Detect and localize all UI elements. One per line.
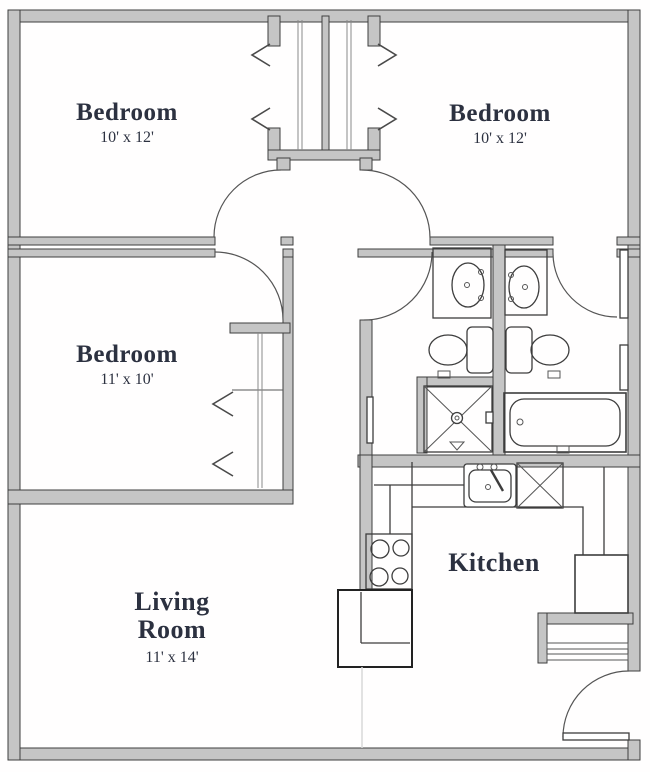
wall-entry-closet-west (537, 612, 548, 664)
faucet-dot-icon (476, 463, 484, 471)
closet-divider-wall (321, 15, 330, 153)
toilet-bowl-icon (428, 334, 468, 366)
exterior-walls (7, 9, 641, 761)
faucet-dot-icon (508, 272, 514, 278)
range-icon (365, 533, 413, 590)
wall-bath1-west (359, 319, 373, 468)
kitchen-fixtures (337, 462, 629, 748)
kitchen-label: Kitchen (448, 548, 540, 577)
faucet-dot-icon (478, 269, 484, 275)
faucet-dot-icon (508, 296, 514, 302)
wall-bottom (7, 747, 641, 761)
bedroom-2-door-arc (361, 169, 431, 239)
bifold-door-icon (211, 451, 234, 477)
wall-bed3-north (7, 248, 216, 258)
bedroom-1-label: Bedroom (76, 99, 178, 126)
shower-drain-icon (454, 415, 460, 421)
wall-stub (282, 248, 294, 258)
bedroom-3-dimensions: 11' x 10' (100, 371, 153, 388)
peninsula-counter (337, 589, 413, 668)
faucet-lever-icon (489, 469, 505, 492)
wall-bed2-south (429, 236, 554, 246)
burner-icon (391, 567, 409, 585)
toilet-tank-icon (505, 326, 533, 374)
drain-icon (464, 282, 470, 288)
bathtub-surround-icon (503, 392, 627, 453)
bathtub-detail (556, 445, 570, 454)
bathroom-2 (503, 249, 629, 454)
bedroom-3-door-arc (214, 251, 284, 321)
sink-basin-icon (451, 262, 485, 308)
bedroom-middle-closet (211, 322, 291, 488)
wall-right-upper (627, 9, 641, 672)
bifold-door-icon (377, 107, 398, 131)
wall-living-north (7, 489, 294, 505)
bedroom-3-label: Bedroom (76, 341, 178, 368)
entry-door-arc (562, 670, 630, 738)
living-room-dimensions: 11' x 14' (145, 649, 198, 666)
bathtub-basin-icon (509, 398, 621, 447)
burner-icon (370, 539, 390, 559)
bathroom-1 (366, 247, 494, 453)
wall-stub (616, 236, 641, 246)
shower-drain-icon (450, 411, 464, 425)
toilet-detail (437, 370, 451, 379)
bifold-door-icon (250, 107, 271, 131)
door-leaf-stub (359, 157, 373, 171)
shower-valve-icon (485, 411, 494, 424)
wall-shelf-icon (619, 249, 629, 319)
bedroom-1-door-arc (213, 169, 282, 238)
drain-icon (485, 484, 491, 490)
door-swings (213, 169, 630, 741)
closet-wall (367, 15, 381, 47)
burner-icon (392, 539, 410, 557)
bedroom-1-dimensions: 10' x 12' (100, 129, 154, 146)
toilet-detail (547, 370, 561, 379)
wall-bed1-south (7, 236, 216, 246)
closet-wall-north (229, 322, 291, 334)
wall-right-lower (627, 739, 641, 761)
closet-shelf (546, 653, 629, 661)
bathroom-2-door-arc (552, 252, 618, 318)
wall-shelf-icon (619, 344, 629, 391)
top-bedrooms-closets (250, 15, 398, 171)
bifold-door-icon (250, 43, 271, 67)
faucet-dot-icon (478, 295, 484, 301)
kitchen-sink-basin-icon (468, 469, 512, 503)
dishwasher-icon (516, 462, 564, 509)
dishwasher-x-line (516, 462, 564, 509)
toilet-bowl-icon (530, 334, 570, 366)
drain-icon (522, 284, 528, 290)
closet-wall (267, 15, 281, 47)
wall-left (7, 9, 21, 761)
wall-entry-closet-north (537, 612, 634, 625)
burner-icon (369, 567, 389, 587)
living-room-label-line2: Room (138, 615, 206, 644)
faucet-dot-icon (490, 463, 498, 471)
closet-shelf (546, 642, 629, 650)
toilet-tank-icon (466, 326, 494, 374)
living-room-label-line1: Living (134, 587, 209, 616)
towel-bar-icon (366, 396, 374, 444)
wall-hall-west (282, 256, 294, 503)
door-leaf-stub (276, 157, 291, 171)
vanity-counter (504, 249, 548, 316)
bifold-door-icon (211, 391, 234, 417)
interior-walls (7, 236, 641, 664)
closet-wall-south (267, 149, 381, 161)
refrigerator-icon (574, 554, 629, 614)
entry-door-leaf (562, 732, 630, 741)
bedroom-2-dimensions: 10' x 12' (473, 130, 527, 147)
bathroom-1-door-arc (363, 251, 433, 321)
sink-basin-icon (508, 265, 540, 309)
bifold-door-icon (377, 43, 398, 67)
vanity-counter (432, 247, 492, 319)
wall-stub (280, 236, 294, 246)
room-labels: Bedroom 10' x 12' Bedroom 10' x 12' Bedr… (76, 99, 551, 666)
bathtub-drain-icon (516, 418, 524, 426)
bedroom-2-label: Bedroom (449, 100, 551, 127)
shower-head-icon (448, 441, 466, 451)
wall-shower-west (416, 376, 428, 454)
